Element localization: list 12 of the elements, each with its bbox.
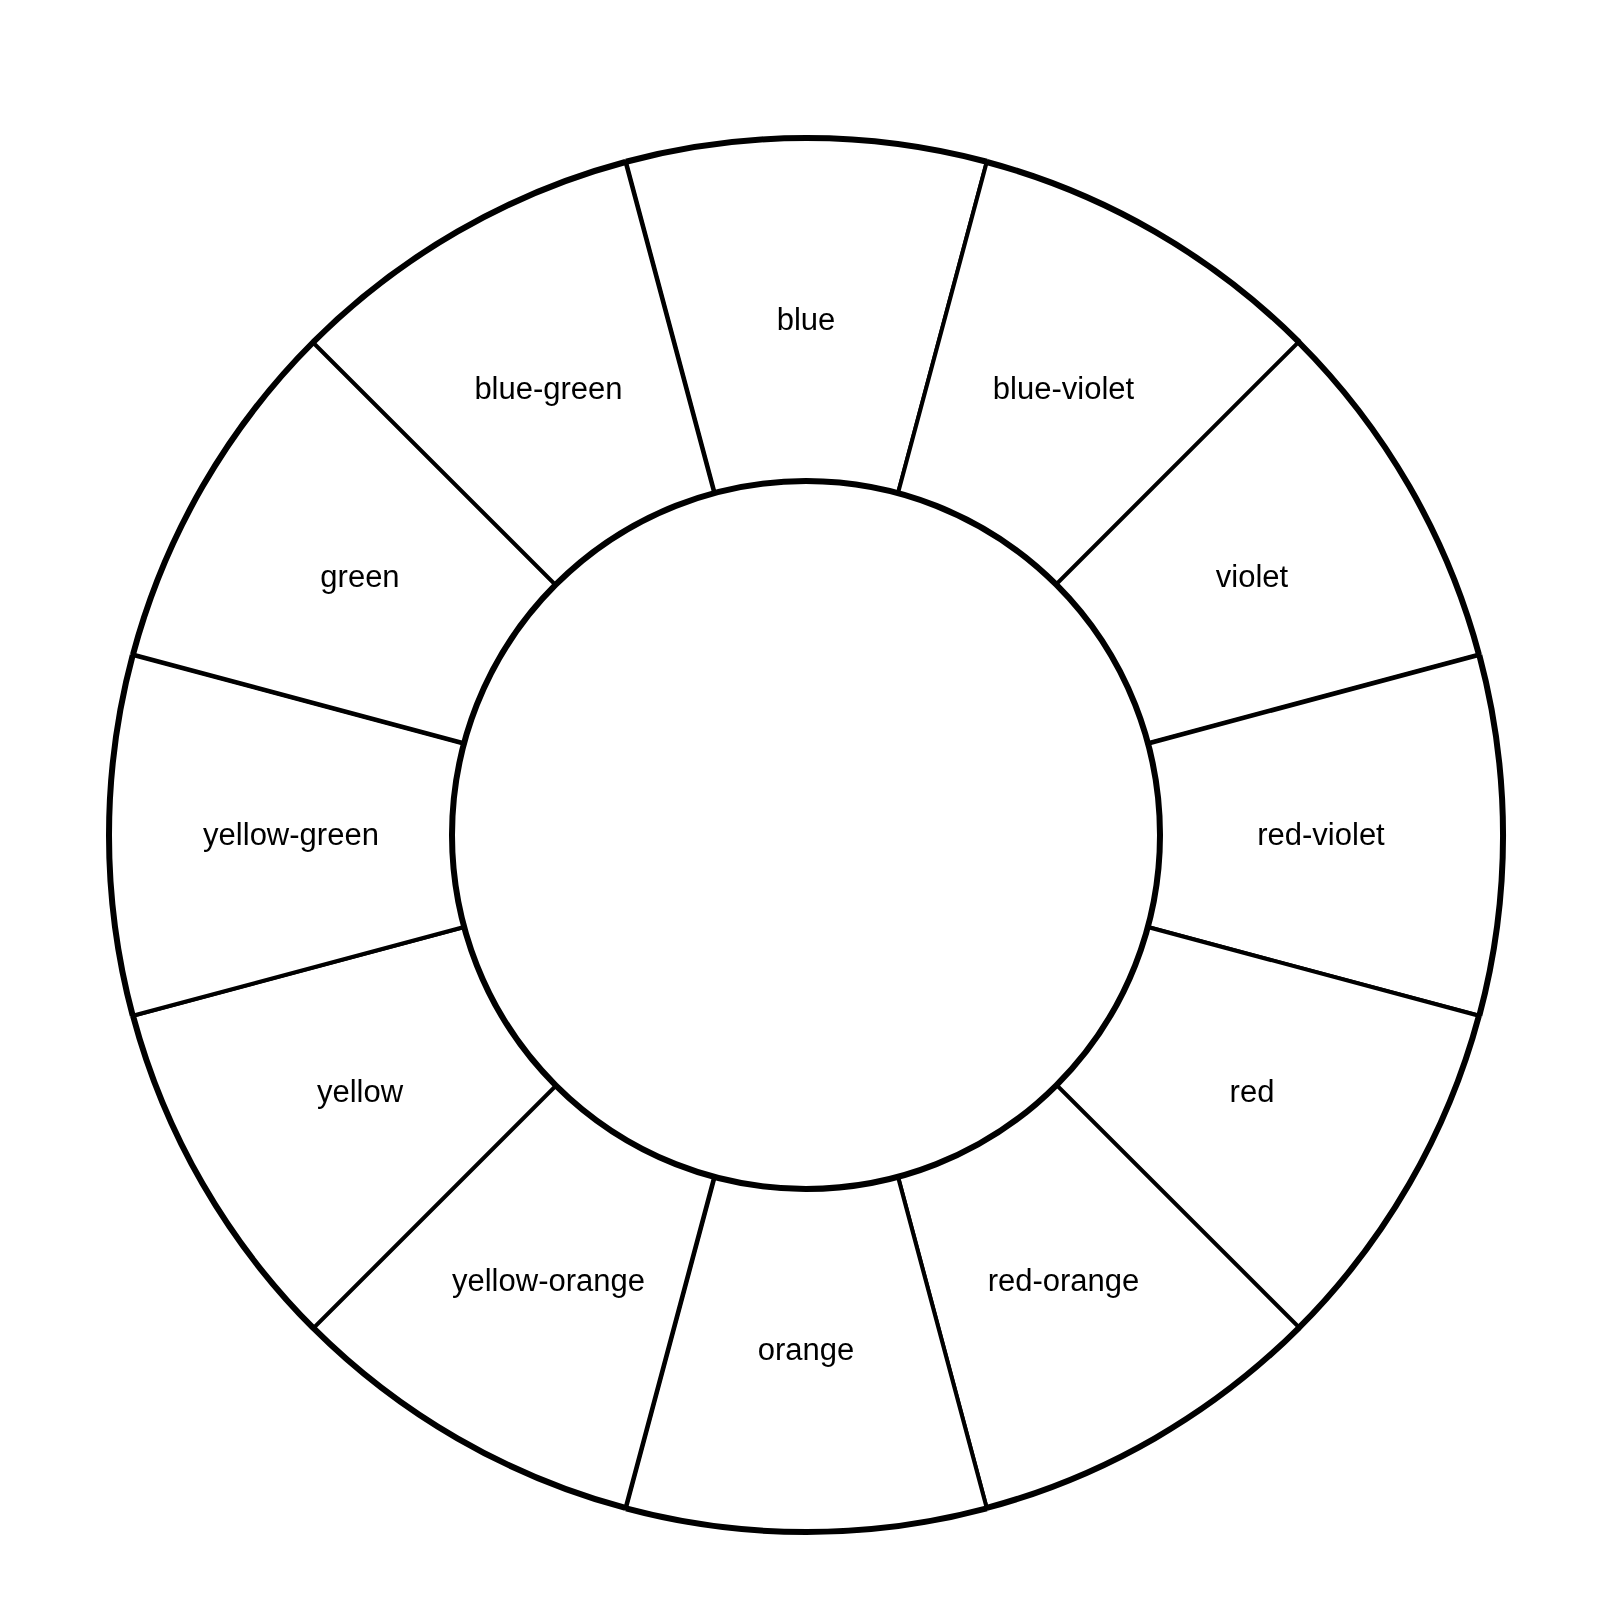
segment-label: red [1229,1074,1275,1111]
segment-label: yellow-green [203,817,379,853]
segment-label: blue-green [474,371,623,407]
segment-label: green [320,559,400,596]
segment-label: red-violet [1257,817,1385,853]
segment-label: violet [1215,559,1289,596]
segment-label: yellow-orange [452,1263,645,1299]
segment-label: orange [757,1332,855,1368]
segment-label: blue-violet [992,371,1135,407]
segment-label: red-orange [987,1263,1140,1299]
segment-label: yellow [316,1074,404,1111]
segment-label: blue [776,302,836,338]
